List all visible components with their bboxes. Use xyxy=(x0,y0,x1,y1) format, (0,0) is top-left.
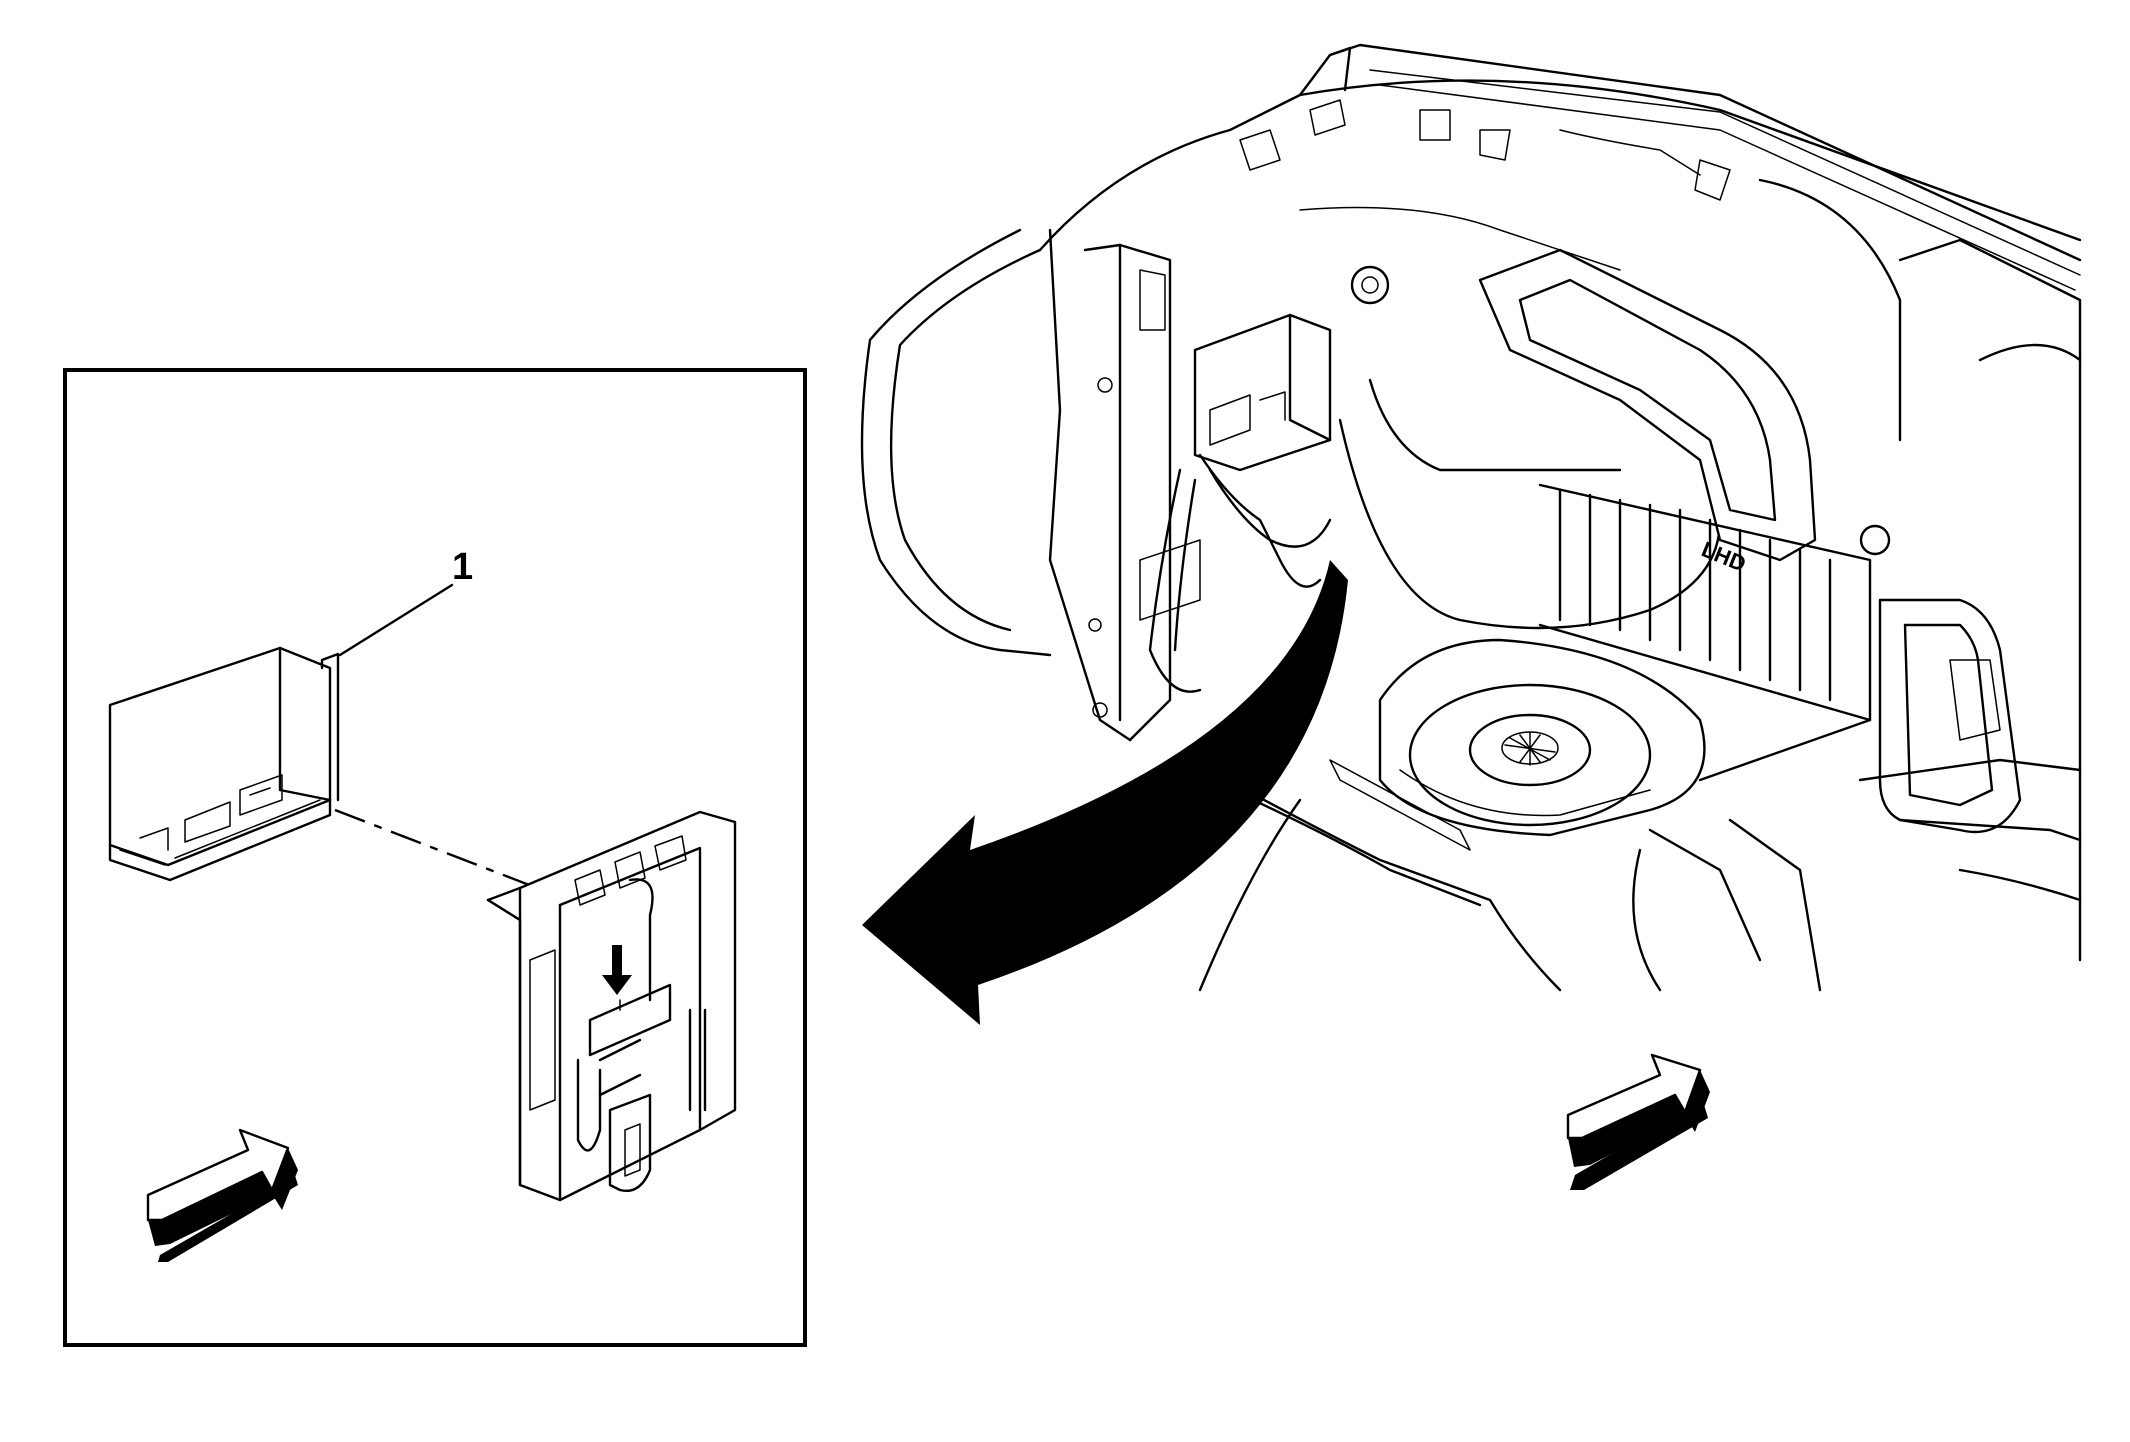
insert-direction-arrow-icon xyxy=(602,945,632,995)
callout-1-label: 1 xyxy=(452,546,474,588)
view-direction-arrow-icon xyxy=(146,1128,298,1262)
detail-inset xyxy=(63,368,807,1347)
callout-1-leader xyxy=(338,583,454,657)
curved-removal-arrow-icon xyxy=(862,560,1348,1025)
module-component xyxy=(108,646,340,882)
mounting-bracket xyxy=(486,810,737,1202)
instrument-panel-assembly xyxy=(860,43,2082,992)
main-view-direction-arrow-icon xyxy=(1566,1053,1710,1190)
